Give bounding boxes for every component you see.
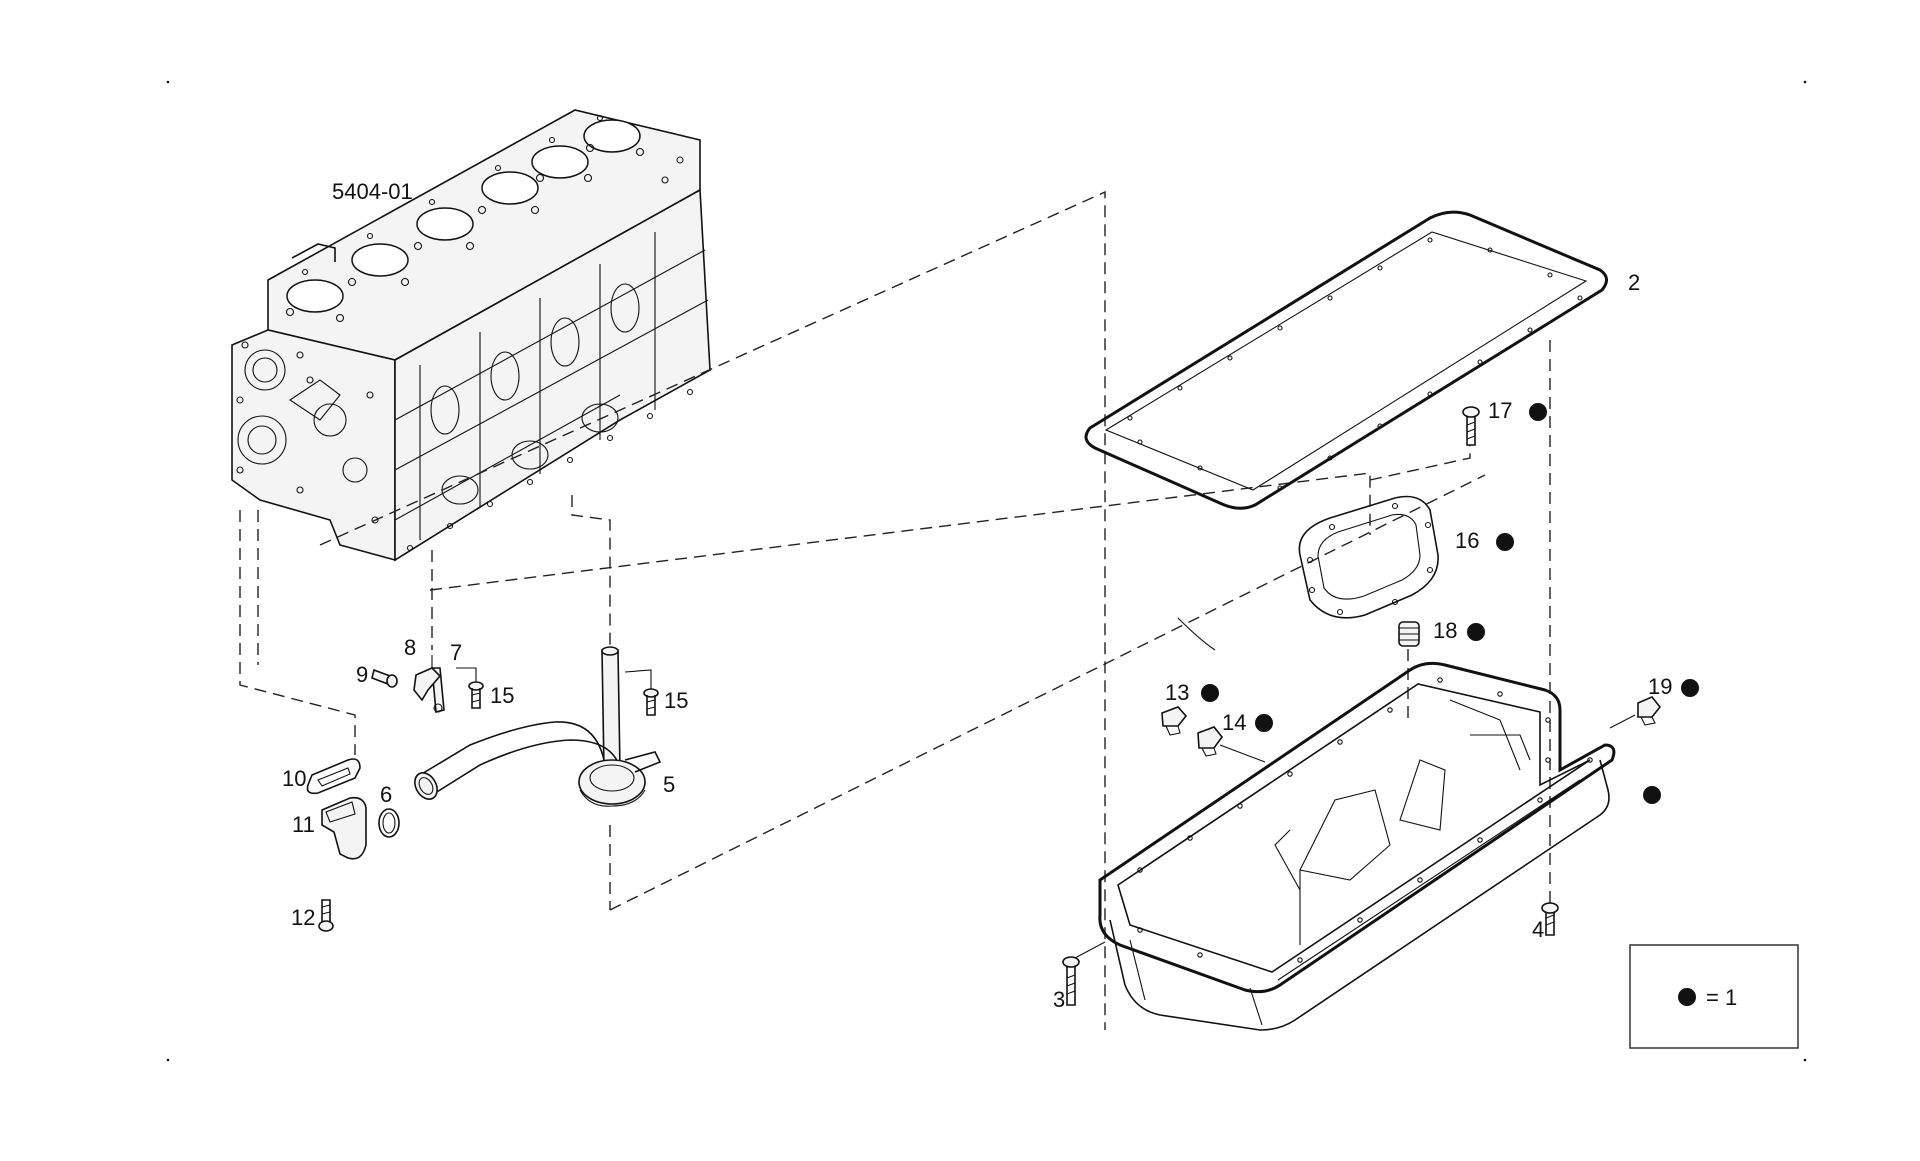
label-15-right: 15 xyxy=(664,688,688,713)
label-7: 7 xyxy=(450,640,462,665)
bolt-3 xyxy=(1062,941,1106,1006)
part-labels: 2 3 4 5 6 7 8 9 10 11 12 15 15 13 14 16 … xyxy=(282,270,1672,1012)
strainer-18 xyxy=(1398,621,1420,647)
o-ring-6 xyxy=(378,808,400,838)
label-19: 19 xyxy=(1648,674,1672,699)
oil-pan xyxy=(1098,617,1636,1031)
label-12: 12 xyxy=(291,905,315,930)
oil-pan-gasket xyxy=(1084,210,1608,510)
plug-19 xyxy=(1637,696,1662,726)
label-6: 6 xyxy=(380,782,392,807)
legend-box: = 1 xyxy=(1629,944,1799,1049)
assembly-label: 5404-01 xyxy=(332,179,413,204)
cover-plate xyxy=(1298,495,1439,619)
label-15-left: 15 xyxy=(490,683,514,708)
bullet-19 xyxy=(1681,679,1699,697)
engine-block xyxy=(231,109,711,562)
label-17: 17 xyxy=(1488,398,1512,423)
bolt-17 xyxy=(1462,406,1480,446)
bullet-18 xyxy=(1467,623,1485,641)
label-2: 2 xyxy=(1628,270,1640,295)
corner-marks xyxy=(166,80,1807,1062)
label-18: 18 xyxy=(1433,618,1457,643)
label-9: 9 xyxy=(356,662,368,687)
label-3: 3 xyxy=(1053,987,1065,1012)
plug-13 xyxy=(1161,706,1188,736)
label-10: 10 xyxy=(282,766,306,791)
legend-bullet xyxy=(1678,988,1696,1006)
bullet-13 xyxy=(1201,684,1219,702)
bolt-9 xyxy=(371,668,398,688)
flange-gasket-10 xyxy=(306,758,361,795)
label-11: 11 xyxy=(292,812,315,837)
bullet-pan xyxy=(1643,786,1661,804)
label-8: 8 xyxy=(404,635,416,660)
plug-14 xyxy=(1197,726,1224,757)
label-16: 16 xyxy=(1455,528,1479,553)
bolt-4 xyxy=(1541,902,1559,936)
quantity-bullets xyxy=(1201,403,1699,804)
bolt-12 xyxy=(318,899,334,932)
bullet-14 xyxy=(1255,714,1273,732)
label-5: 5 xyxy=(663,772,675,797)
flange-11 xyxy=(321,796,367,860)
bullet-16 xyxy=(1496,533,1514,551)
oil-suction-pipe xyxy=(413,646,662,807)
assembly-dashed-lines xyxy=(239,190,1551,1030)
label-4: 4 xyxy=(1532,917,1544,942)
bullet-17 xyxy=(1529,403,1547,421)
label-14: 14 xyxy=(1222,710,1246,735)
bolt-15-right xyxy=(624,669,659,716)
bolt-15-left xyxy=(456,667,484,709)
label-13: 13 xyxy=(1165,680,1189,705)
legend-text: = 1 xyxy=(1706,985,1737,1010)
